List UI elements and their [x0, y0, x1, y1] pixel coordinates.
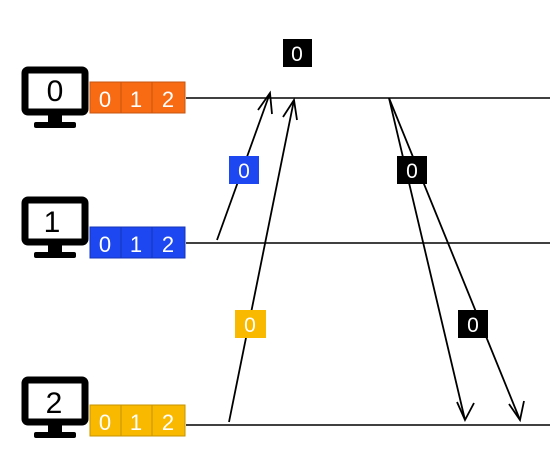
node-label: 0: [47, 75, 64, 108]
node-0: 0 0 1 2: [25, 70, 186, 128]
message-label-text: 0: [238, 160, 250, 183]
floating-label-text: 0: [291, 43, 303, 66]
message-label-text: 0: [406, 160, 418, 183]
node-label: 2: [46, 387, 63, 420]
message-label-black-a: 0: [397, 156, 427, 184]
node-1: 1 0 1 2: [25, 200, 186, 259]
message-arrow-2-to-0: [228, 97, 298, 423]
monitor-icon: 0: [25, 70, 85, 128]
monitor-icon: 1: [25, 200, 85, 258]
queue-cell: 0: [99, 232, 111, 257]
message-label-text: 0: [244, 314, 256, 337]
queue-cell: 0: [99, 87, 111, 112]
queue-cell: 1: [130, 410, 142, 435]
message-label-text: 0: [467, 314, 479, 337]
queue-cell: 1: [130, 87, 142, 112]
node-2: 2 0 1 2: [25, 380, 186, 438]
queue-cell: 0: [99, 410, 111, 435]
message-label-blue: 0: [229, 156, 259, 184]
queue-cells: 0 1 2: [89, 404, 186, 437]
queue-cells: 0 1 2: [89, 226, 186, 259]
queue-cell: 1: [130, 232, 142, 257]
message-arrow-0-to-2-b: [388, 97, 525, 423]
monitor-icon: 2: [25, 380, 85, 438]
queue-cell: 2: [162, 410, 174, 435]
message-arrow-0-to-2-a: [388, 97, 475, 423]
message-label-gold: 0: [235, 310, 266, 338]
queue-cell: 2: [162, 232, 174, 257]
queue-cell: 2: [162, 87, 174, 112]
message-label-black-b: 0: [458, 310, 488, 338]
node-label: 1: [44, 206, 61, 239]
queue-cells: 0 1 2: [89, 81, 186, 114]
floating-label-black: 0: [283, 39, 312, 67]
